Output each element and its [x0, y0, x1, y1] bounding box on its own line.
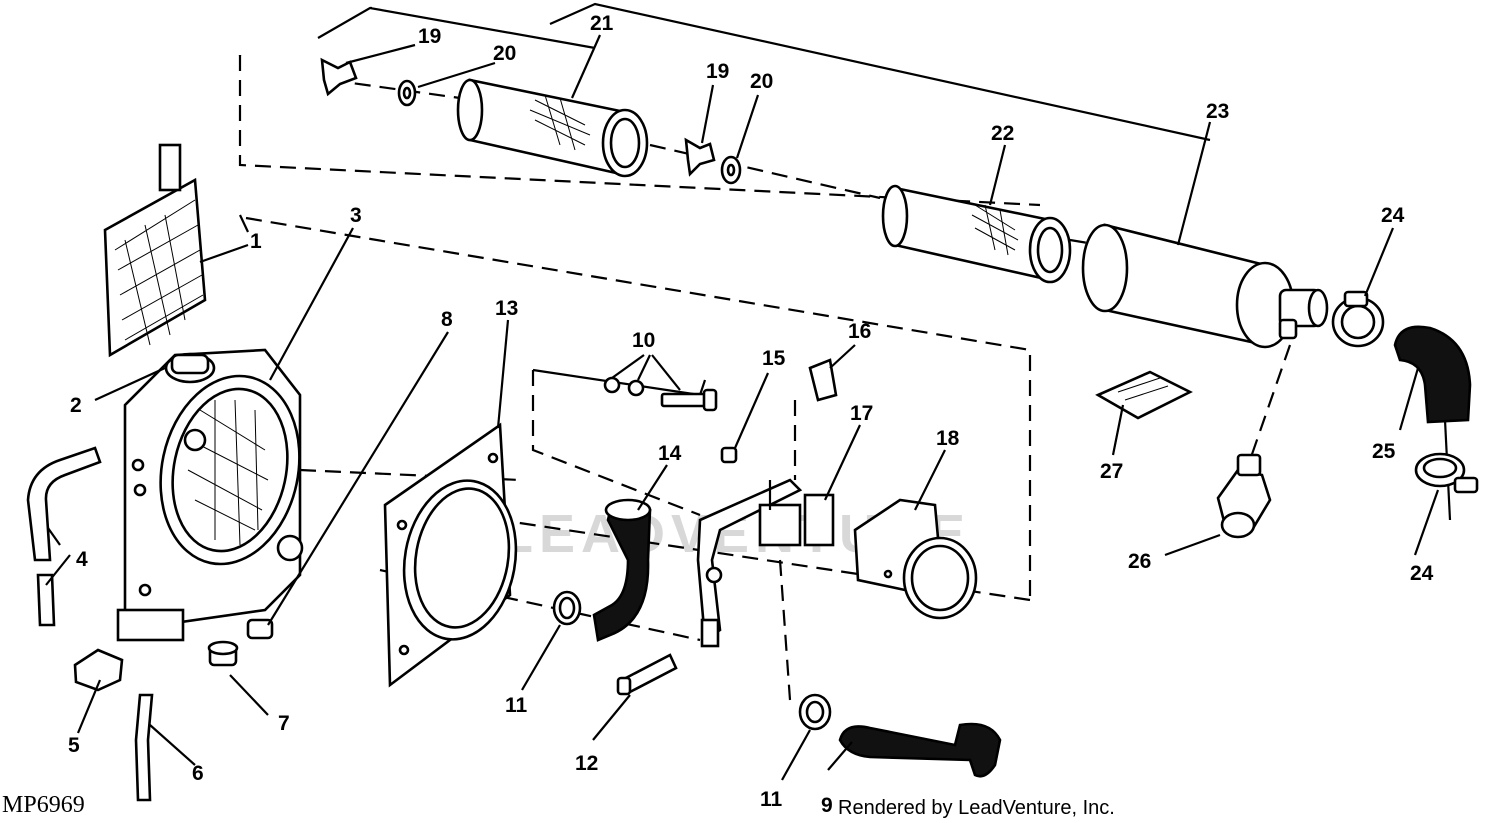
part-22-filter — [881, 184, 1072, 284]
part-19-wingnut-right — [684, 137, 716, 177]
callout-11-lower: 11 — [760, 788, 783, 811]
part-15-screw — [720, 446, 738, 464]
part-23-housing — [1081, 223, 1329, 349]
part-14-hose — [592, 498, 652, 642]
part-5-block — [73, 648, 124, 692]
callout-15: 15 — [762, 347, 786, 370]
part-11-clamp-upper — [552, 590, 582, 626]
part-26-valve — [1216, 453, 1272, 539]
part-4-hoses — [26, 446, 102, 627]
part-16-clip — [808, 358, 838, 402]
callout-14: 14 — [658, 442, 682, 465]
callout-7: 7 — [278, 712, 290, 735]
part-20-washer-right — [720, 155, 742, 185]
callout-1: 1 — [250, 230, 262, 253]
callout-5: 5 — [68, 734, 80, 757]
callout-10: 10 — [632, 329, 655, 352]
callout-8: 8 — [441, 308, 453, 331]
callout-labels: 1 2 3 4 5 6 7 8 9 10 11 11 12 13 14 15 1… — [68, 12, 1434, 817]
callout-22: 22 — [991, 122, 1014, 145]
part-9-hose — [838, 722, 1002, 778]
part-27-decal — [1095, 370, 1193, 420]
part-3-radiator — [116, 348, 304, 642]
callout-6: 6 — [192, 762, 204, 785]
leader-lines — [45, 34, 1440, 781]
callout-2: 2 — [70, 394, 82, 417]
callout-17: 17 — [850, 402, 873, 425]
callout-26: 26 — [1128, 550, 1151, 573]
part-24-clamp-upper — [1331, 290, 1385, 348]
credit-text: Rendered by LeadVenture, Inc. — [838, 797, 1115, 819]
callout-24-lower: 24 — [1410, 562, 1434, 585]
callout-21: 21 — [590, 12, 614, 35]
part-7-fitting — [207, 640, 239, 667]
callout-19-right: 19 — [706, 60, 729, 83]
callout-16: 16 — [848, 320, 871, 343]
part-20-washer-left — [397, 79, 417, 107]
callout-4: 4 — [76, 548, 88, 571]
callout-18: 18 — [936, 427, 960, 450]
figure-id: MP6969 — [2, 792, 85, 818]
callout-20-left: 20 — [493, 42, 516, 65]
part-12-bolt — [616, 653, 678, 696]
callout-24-upper: 24 — [1381, 204, 1405, 227]
part-24-clamp-lower — [1414, 452, 1479, 494]
callout-23: 23 — [1206, 100, 1229, 123]
part-21-filter — [456, 78, 649, 178]
part-18-intake — [853, 498, 978, 620]
callout-19-left: 19 — [418, 25, 441, 48]
part-6-tube — [134, 693, 154, 802]
callout-25: 25 — [1372, 440, 1396, 463]
part-8-plug — [246, 618, 274, 640]
callout-9: 9 — [821, 794, 833, 817]
callout-20-right: 20 — [750, 70, 773, 93]
part-1-screen — [103, 143, 207, 358]
callout-3: 3 — [350, 204, 362, 227]
callout-13: 13 — [495, 297, 518, 320]
part-17-switch — [758, 480, 835, 547]
part-10-bolt-washers — [603, 376, 718, 412]
part-11-clamp-lower — [798, 693, 832, 731]
callout-12: 12 — [575, 752, 598, 775]
bracket — [696, 478, 803, 648]
part-25-elbow — [1393, 325, 1472, 424]
part-19-wingnut-left — [320, 57, 358, 97]
callout-27: 27 — [1100, 460, 1123, 483]
callout-11-upper: 11 — [505, 694, 528, 717]
part-13-shroud — [383, 422, 518, 688]
